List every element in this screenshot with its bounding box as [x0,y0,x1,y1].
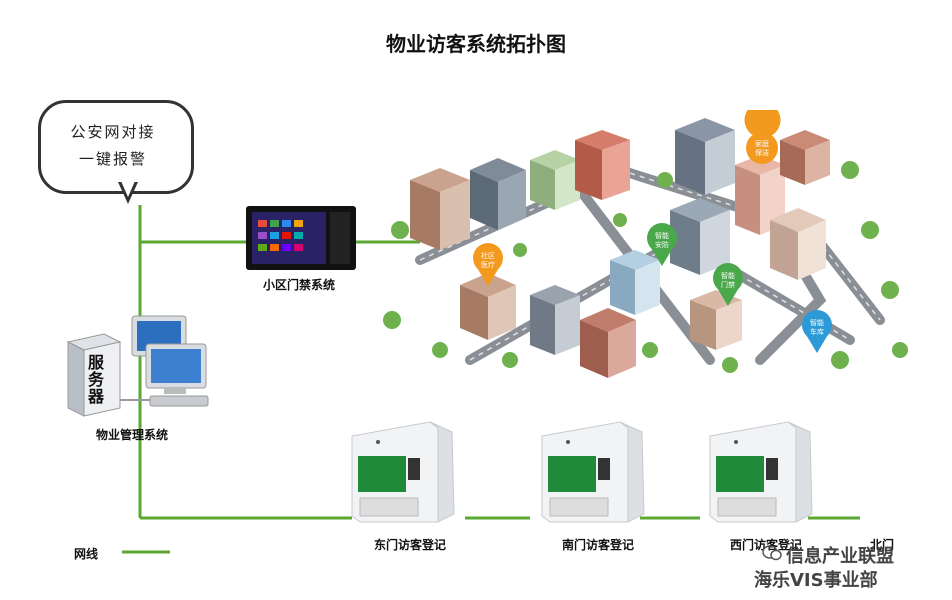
building [410,168,470,250]
watermark-line-2: 海乐VIS事业部 [754,570,878,591]
bubble-line-1: 公安网对接 [70,123,156,141]
server-tower-icon [66,333,122,417]
building [610,250,660,315]
trees [383,161,908,373]
diagram-title: 物业访客系统拓扑图 [386,32,566,56]
east-gate-kiosk [351,421,455,523]
pin-label-community-medical: 社区医疗 [481,251,495,269]
building [530,285,580,355]
building [770,208,826,280]
pin-label-smart-garage: 智能车库 [810,318,824,336]
property-mgmt-label: 物业管理系统 [96,428,169,442]
building [580,308,636,378]
server-and-pcs-illustration [66,315,209,417]
smart-community-illustration: 家庭保洁 社区医疗 智能安防 智能门禁 智能车库 [383,110,908,378]
pin-smart-garage [802,310,832,353]
pin-label-home-cleaning: 家庭保洁 [755,139,769,157]
pc-monitor-icon-2 [145,343,209,407]
building [470,158,526,230]
south-gate-kiosk [541,421,645,523]
building [670,198,730,275]
building [575,130,630,200]
building [675,118,735,195]
pin-smart-security [647,223,677,266]
service-pins [473,110,832,353]
server-label: 服 务 器 [88,353,105,406]
west-gate-kiosk [709,421,813,523]
pin-home-cleaning [744,110,781,170]
watermark-line-1: 信息产业联盟 [786,546,894,567]
access-control-label: 小区门禁系统 [263,278,336,292]
east-kiosk-label: 东门访客登记 [373,538,446,552]
access-control-screen [252,212,326,264]
buildings [410,118,830,378]
police-link-bubble [38,100,194,194]
legend-label: 网线 [74,547,99,561]
bubble-line-2: 一键报警 [78,150,147,168]
north-gate-label: 北门 [870,538,895,552]
wechat-icon [762,544,782,562]
building [530,150,580,210]
building [780,130,830,185]
south-kiosk-label: 南门访客登记 [561,538,634,552]
building [690,290,742,350]
west-kiosk-label: 西门访客登记 [729,538,802,552]
pin-smart-access [713,263,743,306]
pin-label-smart-security: 智能安防 [655,231,669,249]
access-control-keypad [330,212,350,264]
pin-label-smart-access: 智能门禁 [721,271,735,289]
pin-community-medical [473,243,503,286]
